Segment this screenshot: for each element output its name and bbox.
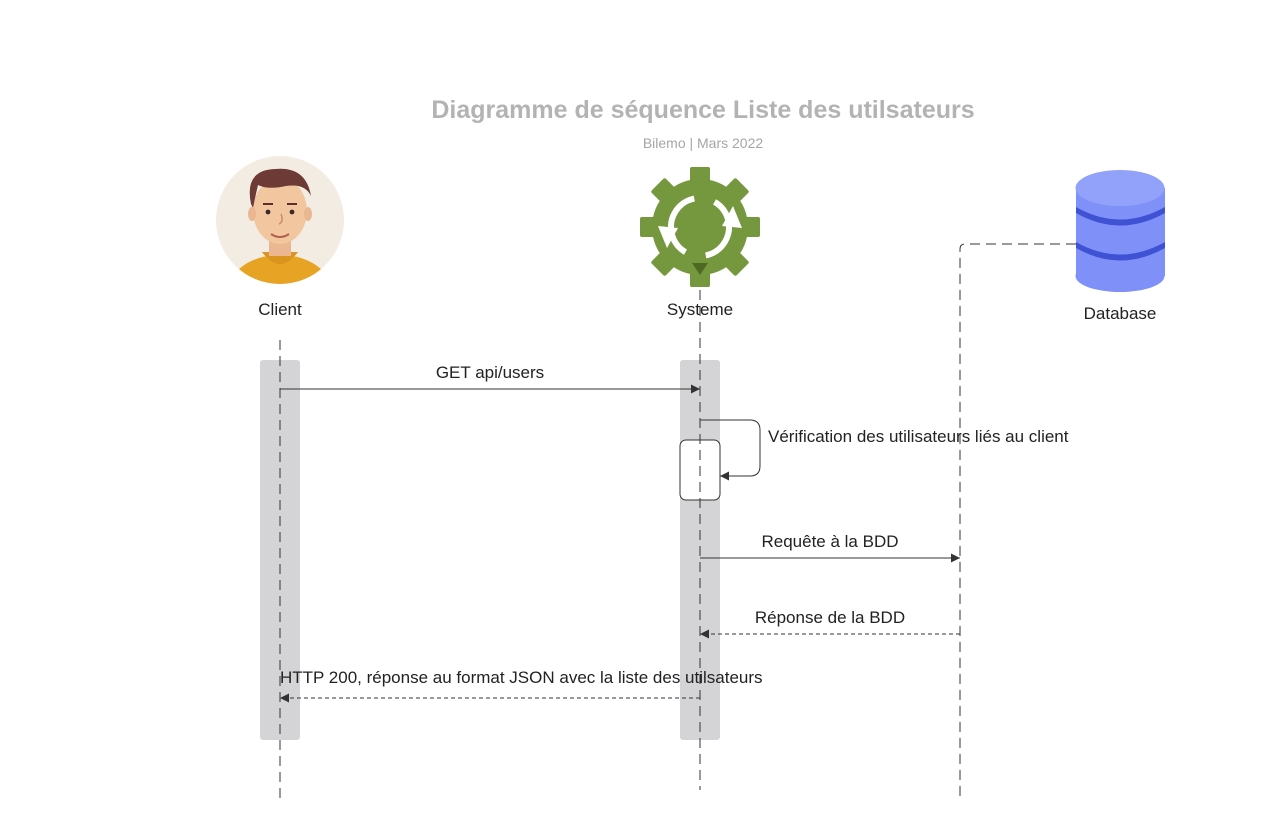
gear-sync-icon	[640, 167, 760, 287]
message-label-db-response: Réponse de la BDD	[755, 608, 905, 627]
person-avatar-icon	[216, 156, 344, 284]
diagram-subtitle: Bilemo | Mars 2022	[643, 135, 764, 151]
diagram-title: Diagramme de séquence Liste des utilsate…	[431, 96, 974, 124]
database-icon	[1075, 170, 1165, 292]
lifeline-database	[959, 243, 1076, 800]
message-arrow-verification	[700, 419, 761, 481]
actor-label-database: Database	[1084, 304, 1157, 323]
message-label-get-users: GET api/users	[436, 363, 544, 382]
message-label-db-request: Requête à la BDD	[761, 532, 898, 551]
actor-label-client: Client	[258, 300, 302, 319]
message-label-verification: Vérification des utilisateurs liés au cl…	[768, 427, 1069, 446]
message-label-http-response: HTTP 200, réponse au format JSON avec la…	[280, 668, 763, 687]
